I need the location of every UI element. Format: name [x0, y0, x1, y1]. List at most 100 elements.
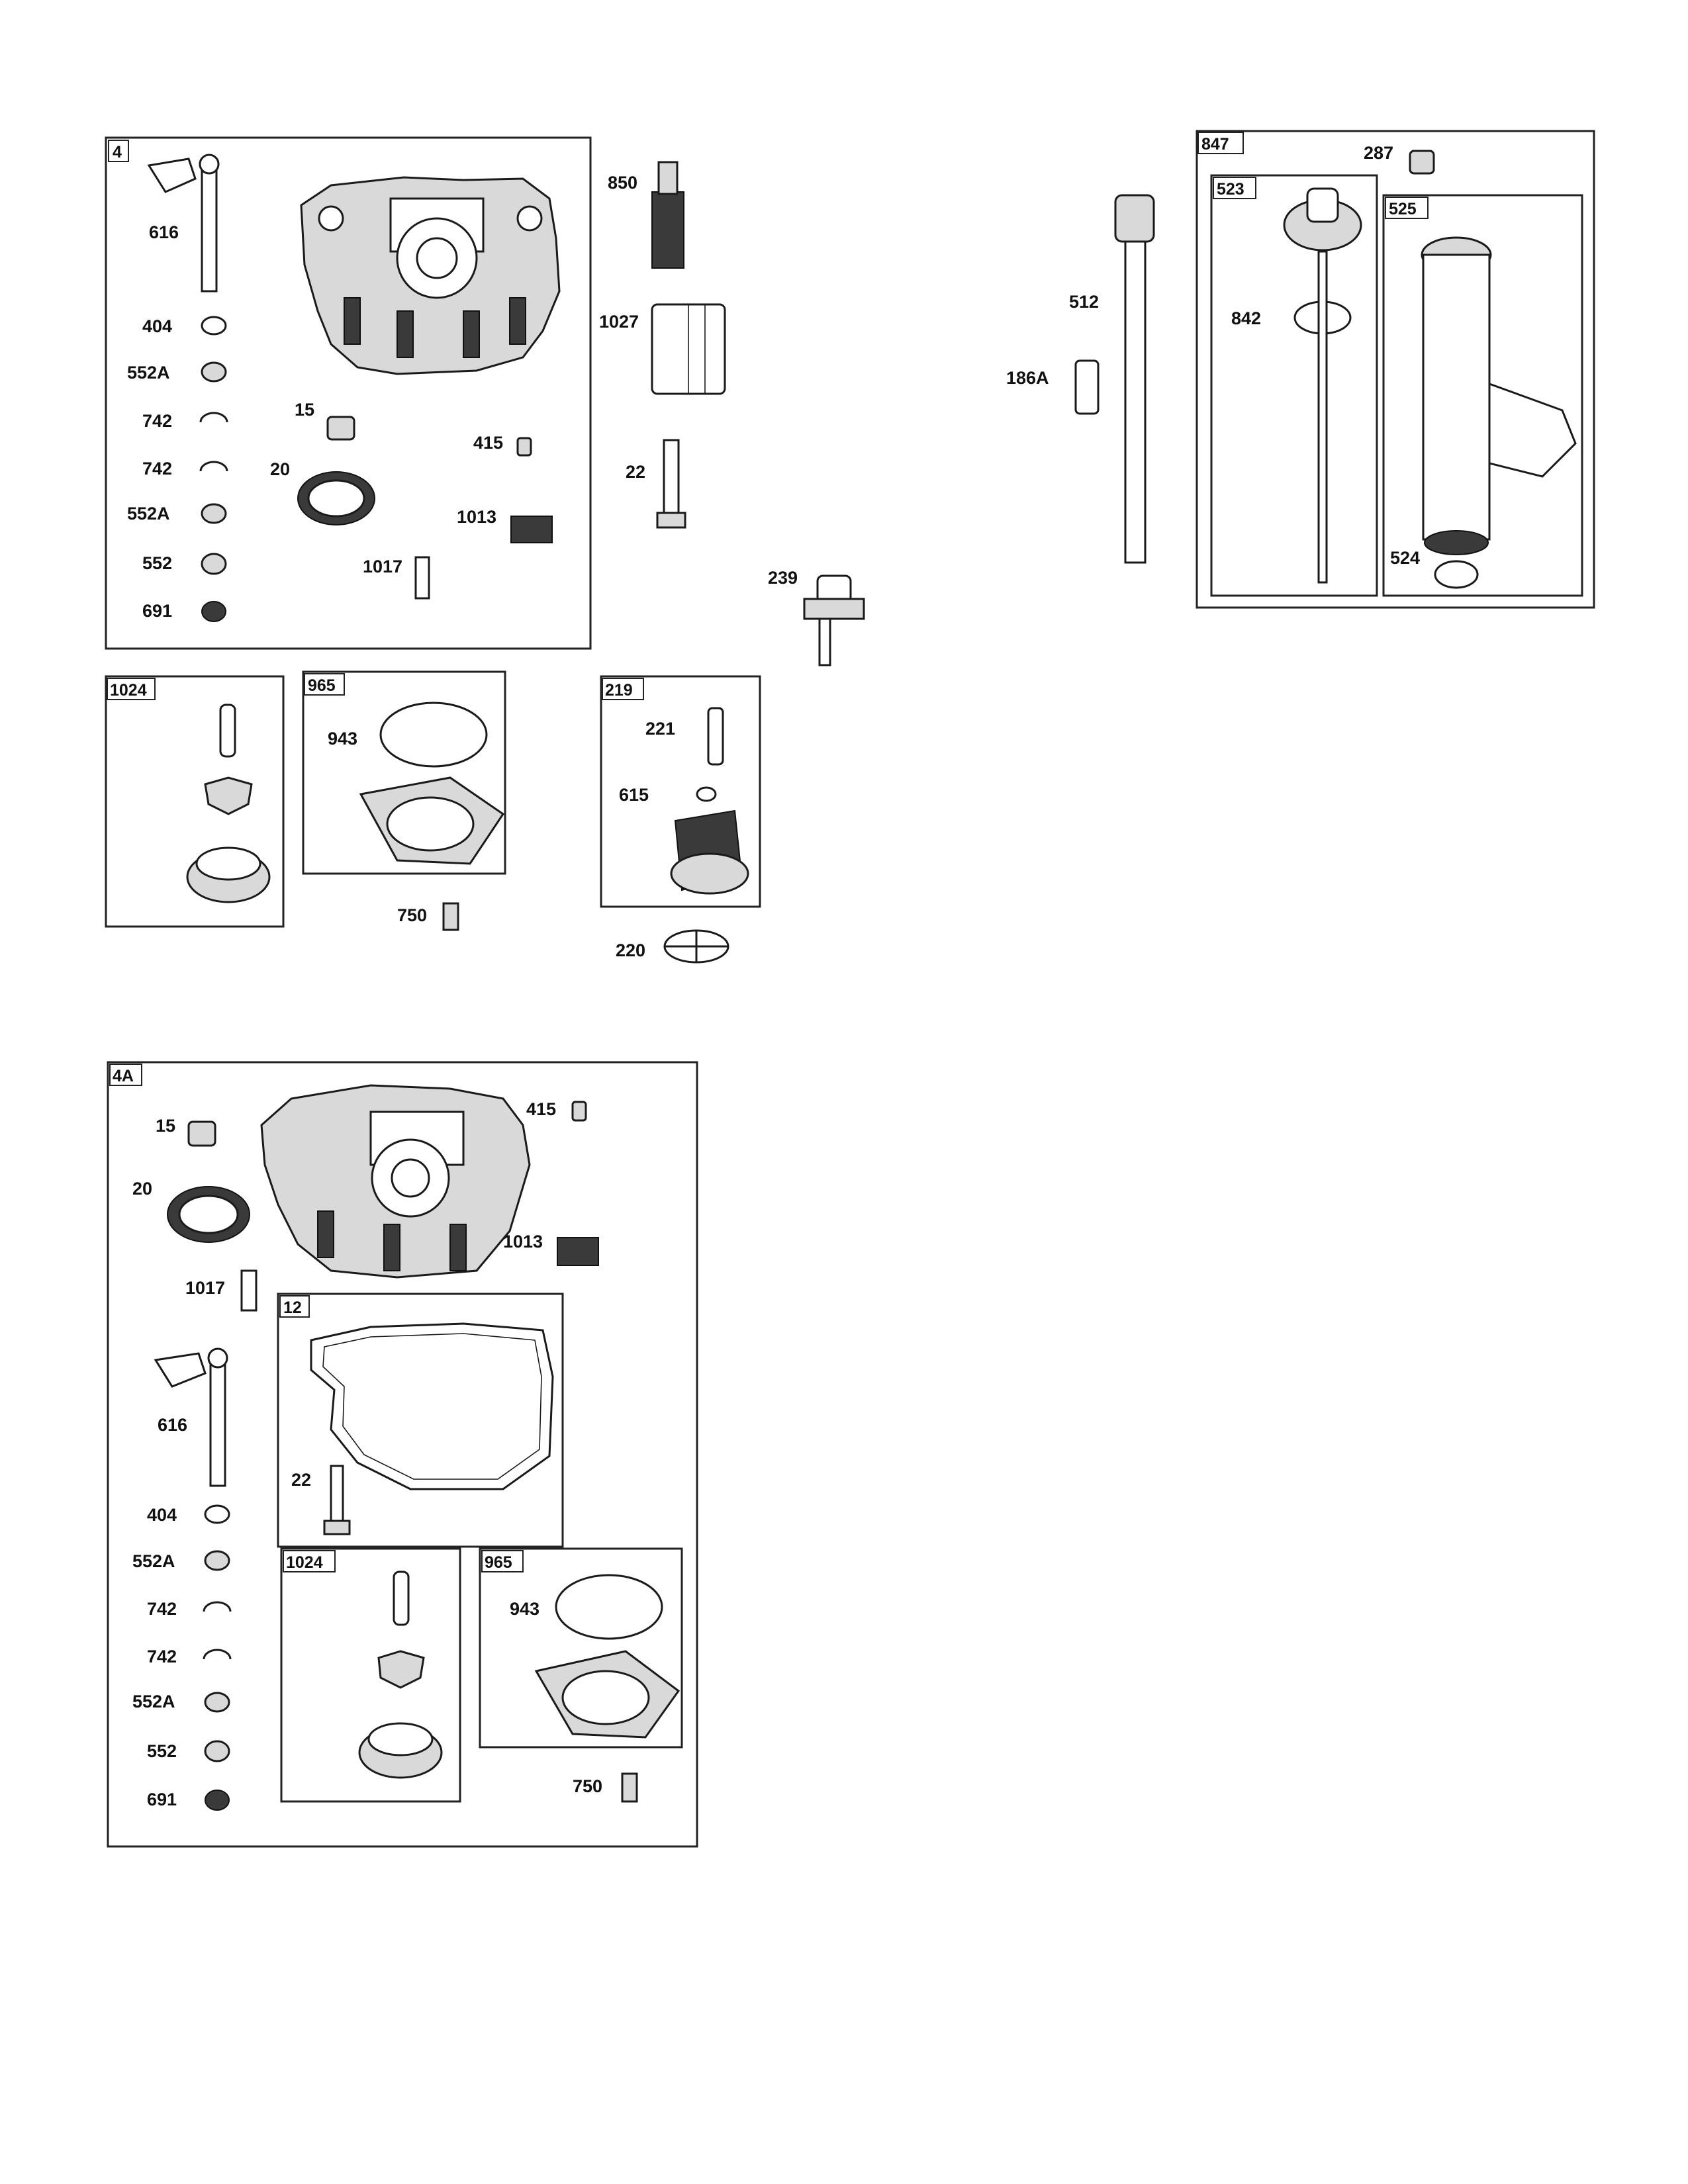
callout-552A: 552A: [127, 504, 170, 523]
callout-287: 287: [1364, 143, 1393, 163]
callout-1017: 1017: [363, 557, 402, 576]
bolt-head: [323, 1520, 351, 1535]
group-label: 523: [1217, 180, 1244, 199]
oil-seal-inner: [178, 1195, 239, 1234]
sealant-cap-part: [657, 161, 679, 195]
clip-part: [240, 1269, 258, 1312]
governor-pin-part: [393, 1570, 410, 1626]
callout-552: 552: [147, 1741, 177, 1761]
bolt-part: [663, 439, 680, 521]
callout-220: 220: [616, 940, 645, 960]
washer-part: [204, 1550, 230, 1571]
washer-part: [204, 1504, 230, 1524]
callout-524: 524: [1390, 548, 1420, 568]
group-label: 12: [283, 1298, 302, 1317]
callout-850: 850: [608, 173, 637, 193]
callout-221: 221: [645, 719, 675, 739]
callout-1017: 1017: [185, 1278, 225, 1298]
filter-screen-part: [557, 1237, 599, 1266]
dipstick-assembly-cap: [1114, 194, 1155, 243]
plug-part: [326, 416, 355, 441]
group-965-box: 965: [302, 670, 506, 875]
washer-part: [201, 553, 227, 575]
gasket-part: [310, 1322, 554, 1490]
group-847-box: 847: [1196, 130, 1595, 609]
fitting-part: [516, 437, 532, 457]
group-1024-box: 1024: [280, 1547, 461, 1803]
group-label: 847: [1201, 135, 1229, 154]
o-ring-part: [1434, 560, 1479, 589]
small-ring-part: [696, 786, 717, 802]
callout-15: 15: [156, 1116, 175, 1136]
seal-part: [201, 601, 226, 622]
gear-teeth-part: [670, 852, 749, 895]
callout-15: 15: [295, 400, 314, 420]
callout-1013: 1013: [457, 507, 496, 527]
e-ring-part: [199, 461, 228, 472]
callout-415: 415: [473, 433, 503, 453]
washer-part: [204, 1692, 230, 1713]
bolt-part: [330, 1465, 344, 1527]
o-ring-part: [555, 1574, 663, 1640]
washer-part: [201, 361, 227, 383]
group-label: 4: [113, 143, 122, 161]
callout-552A: 552A: [132, 1692, 175, 1711]
tube-end-part: [1424, 530, 1489, 555]
tube-bracket-part: [1488, 382, 1577, 478]
group-965-box: 965: [479, 1547, 683, 1749]
callout-1027: 1027: [599, 312, 639, 332]
screw-part: [1409, 150, 1435, 175]
group-label: 1024: [286, 1553, 323, 1572]
governor-cup-part: [377, 1650, 425, 1689]
callout-552A: 552A: [132, 1551, 175, 1571]
dipstick-tube-part: [1422, 253, 1491, 541]
adapter-part: [1074, 359, 1100, 415]
screw-part: [442, 902, 459, 931]
group-4A-box: 4A: [107, 1061, 698, 1848]
callout-404: 404: [147, 1505, 177, 1525]
callout-512: 512: [1069, 292, 1099, 312]
callout-750: 750: [573, 1776, 602, 1796]
group-1024-box: 1024: [105, 675, 285, 928]
callout-616: 616: [158, 1415, 187, 1435]
crankcase-cover-part: [300, 176, 561, 375]
callout-22: 22: [626, 462, 645, 482]
callout-552: 552: [142, 553, 172, 573]
group-523-box: 523: [1210, 174, 1378, 597]
governor-cup-part: [204, 776, 253, 815]
callout-943: 943: [328, 729, 357, 749]
callout-842: 842: [1231, 308, 1261, 328]
e-ring-part: [203, 1649, 232, 1660]
group-label: 965: [308, 676, 336, 695]
dipstick-blade-part: [1317, 250, 1328, 584]
governor-shaft-part: [147, 154, 220, 293]
fitting-part: [571, 1101, 587, 1122]
pin-part: [707, 707, 724, 766]
callout-239: 239: [768, 568, 798, 588]
e-ring-part: [199, 412, 228, 423]
group-label: 1024: [110, 681, 147, 700]
group-label: 219: [605, 681, 633, 700]
callout-943: 943: [510, 1599, 539, 1619]
callout-20: 20: [270, 459, 290, 479]
callout-742: 742: [142, 459, 172, 478]
washer-part: [204, 1740, 230, 1762]
clip-part: [414, 556, 430, 600]
filter-screen-part: [510, 516, 553, 543]
callout-742: 742: [142, 411, 172, 431]
screw-part: [621, 1772, 638, 1803]
plug-part: [187, 1120, 216, 1147]
callout-691: 691: [142, 601, 172, 621]
washer-part: [201, 503, 227, 524]
e-ring-part: [203, 1601, 232, 1612]
callout-742: 742: [147, 1647, 177, 1666]
group-12-box: 12: [277, 1293, 564, 1548]
oil-seal-inner: [307, 479, 365, 518]
washer-part: [201, 316, 227, 336]
callout-616: 616: [149, 222, 179, 242]
oil-sensor-stem: [818, 617, 831, 666]
group-219-box: 219: [600, 675, 761, 908]
group-label: 4A: [113, 1067, 134, 1085]
callout-415: 415: [526, 1099, 556, 1119]
